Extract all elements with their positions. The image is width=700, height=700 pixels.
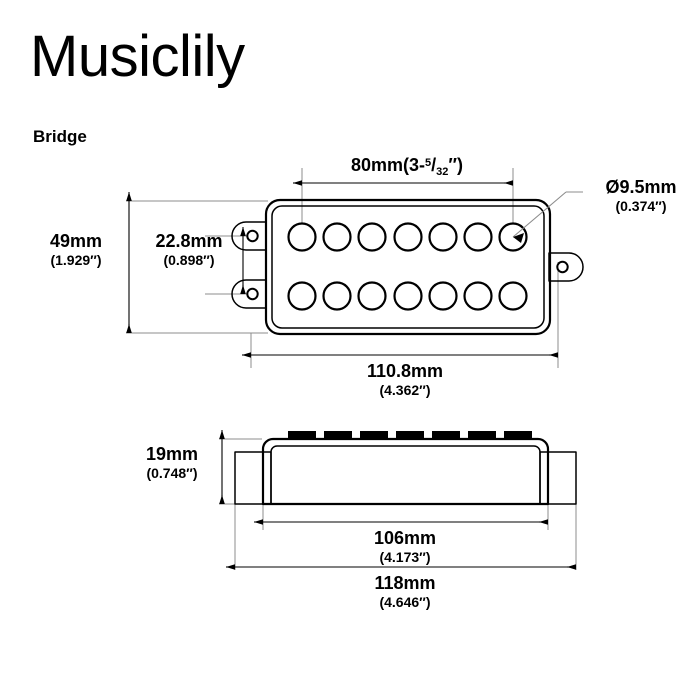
dim-body-length-inch: (4.173″) bbox=[379, 549, 430, 565]
pole-piece bbox=[393, 281, 423, 311]
dimension-overall-length-side: 118mm (4.646″) bbox=[226, 564, 576, 610]
pole-piece bbox=[463, 222, 493, 252]
dimension-body-length: 106mm (4.173″) bbox=[254, 519, 548, 565]
dimension-pole-span: 80mm(3-5/32″) bbox=[293, 155, 513, 186]
dimension-overall-depth: 19mm (0.748″) bbox=[146, 430, 225, 504]
side-body-inner-line bbox=[270, 445, 541, 504]
pole-slot bbox=[324, 431, 352, 439]
dim-overall-depth-inch: (0.748″) bbox=[146, 465, 197, 481]
dimension-hole-diameter: Ø9.5mm (0.374″) bbox=[512, 177, 677, 243]
pole-piece bbox=[322, 222, 352, 252]
pole-piece bbox=[357, 281, 387, 311]
top-view-extension-lines bbox=[126, 168, 559, 368]
pole-piece-row-top bbox=[287, 222, 528, 252]
dimension-overall-height: 49mm (1.929″) bbox=[50, 192, 132, 333]
dim-overall-depth-mm: 19mm bbox=[146, 444, 198, 464]
pole-piece bbox=[322, 281, 352, 311]
side-view: 19mm (0.748″) 106mm (4.173″) 118mm (4.64… bbox=[146, 430, 577, 610]
pole-slot bbox=[360, 431, 388, 439]
pole-piece bbox=[287, 222, 317, 252]
side-mounting-tab-right bbox=[539, 451, 577, 505]
dim-overall-height-inch: (1.929″) bbox=[50, 252, 101, 268]
pole-piece bbox=[393, 222, 423, 252]
dim-pole-span-inch-suffix: ″) bbox=[448, 155, 463, 175]
dim-overall-height-mm: 49mm bbox=[50, 231, 102, 251]
dimension-overall-length-top: 110.8mm (4.362″) bbox=[242, 352, 558, 398]
dim-body-length-mm: 106mm bbox=[374, 528, 436, 548]
screw-hole-left-top bbox=[246, 229, 259, 243]
screw-hole-left-bottom bbox=[246, 287, 259, 301]
screw-hole-right bbox=[556, 260, 569, 274]
side-body-outline bbox=[261, 437, 550, 506]
dim-pole-span-denominator: 32 bbox=[436, 166, 448, 178]
pole-piece bbox=[428, 281, 458, 311]
dim-ear-spacing-inch: (0.898″) bbox=[163, 252, 214, 268]
side-mounting-tab-left bbox=[234, 451, 272, 505]
svg-text:80mm(3-5/32″): 80mm(3-5/32″) bbox=[351, 155, 463, 178]
dim-pole-span-inch-prefix: (3- bbox=[403, 155, 425, 175]
dim-overall-length-side-inch: (4.646″) bbox=[379, 594, 430, 610]
brand-title: Musiclily bbox=[30, 24, 245, 89]
pole-piece bbox=[463, 281, 493, 311]
pole-slot bbox=[504, 431, 532, 439]
pole-slot bbox=[288, 431, 316, 439]
top-view: 80mm(3-5/32″) Ø9.5mm (0.374″) 49mm (1.92… bbox=[50, 155, 677, 398]
dim-pole-span-mm: 80mm bbox=[351, 155, 403, 175]
pole-piece bbox=[498, 281, 528, 311]
dim-hole-diameter-mm: Ø9.5mm bbox=[605, 177, 676, 197]
dim-overall-length-top-inch: (4.362″) bbox=[379, 382, 430, 398]
dimension-ear-spacing: 22.8mm (0.898″) bbox=[155, 227, 246, 294]
pickup-body-outline bbox=[271, 205, 545, 329]
pole-piece bbox=[287, 281, 317, 311]
dim-pole-span-numerator: 5 bbox=[425, 157, 431, 169]
dim-ear-spacing-mm: 22.8mm bbox=[155, 231, 222, 251]
pole-slot bbox=[396, 431, 424, 439]
pole-slot bbox=[468, 431, 496, 439]
pickup-cover-outline bbox=[264, 198, 552, 336]
mounting-ear-right bbox=[548, 252, 584, 282]
pole-piece-row-bottom bbox=[287, 281, 528, 311]
dim-hole-diameter-inch: (0.374″) bbox=[615, 198, 666, 214]
pole-slot bbox=[432, 431, 460, 439]
side-pole-slots bbox=[288, 431, 532, 439]
pole-piece bbox=[428, 222, 458, 252]
dim-overall-length-side-mm: 118mm bbox=[374, 573, 435, 593]
pole-piece bbox=[357, 222, 387, 252]
section-label: Bridge bbox=[33, 127, 87, 146]
dim-overall-length-top-mm: 110.8mm bbox=[367, 361, 443, 381]
